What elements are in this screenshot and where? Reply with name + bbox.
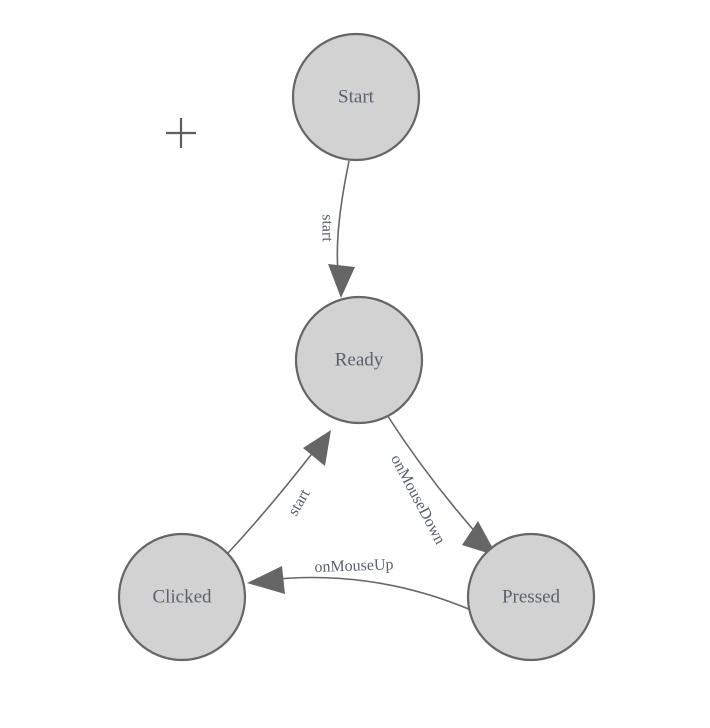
edge-ready-to-pressed-arrowhead <box>462 521 497 556</box>
edge-label-clicked-to-ready: start <box>285 486 314 519</box>
edge-clicked-to-ready[interactable]: start <box>227 430 331 554</box>
edge-label-pressed-to-clicked: onMouseUp <box>314 556 394 576</box>
edge-pressed-to-clicked[interactable]: onMouseUp <box>247 556 472 611</box>
edge-label-ready-to-pressed: onMouseDown <box>387 452 448 547</box>
edge-ready-to-pressed[interactable]: onMouseDown <box>386 414 497 556</box>
edge-pressed-to-clicked-arrowhead <box>247 566 285 594</box>
node-ready[interactable]: Ready <box>294 295 424 425</box>
node-pressed-circle <box>466 532 596 662</box>
node-clicked-circle <box>117 532 247 662</box>
node-clicked[interactable]: Clicked <box>117 532 247 662</box>
edge-clicked-to-ready-arrowhead <box>303 430 331 466</box>
edge-clicked-to-ready-path <box>227 445 319 554</box>
edge-start-to-ready-path <box>336 160 350 282</box>
node-start[interactable]: Start <box>291 32 421 162</box>
plus-marker[interactable] <box>166 118 196 148</box>
node-start-circle <box>291 32 421 162</box>
node-pressed[interactable]: Pressed <box>466 532 596 662</box>
edge-pressed-to-clicked-path <box>267 576 472 611</box>
node-ready-circle <box>294 295 424 425</box>
edge-start-to-ready[interactable]: start <box>318 160 355 298</box>
edge-label-start-to-ready: start <box>318 214 335 242</box>
edge-start-to-ready-arrowhead <box>328 264 355 298</box>
